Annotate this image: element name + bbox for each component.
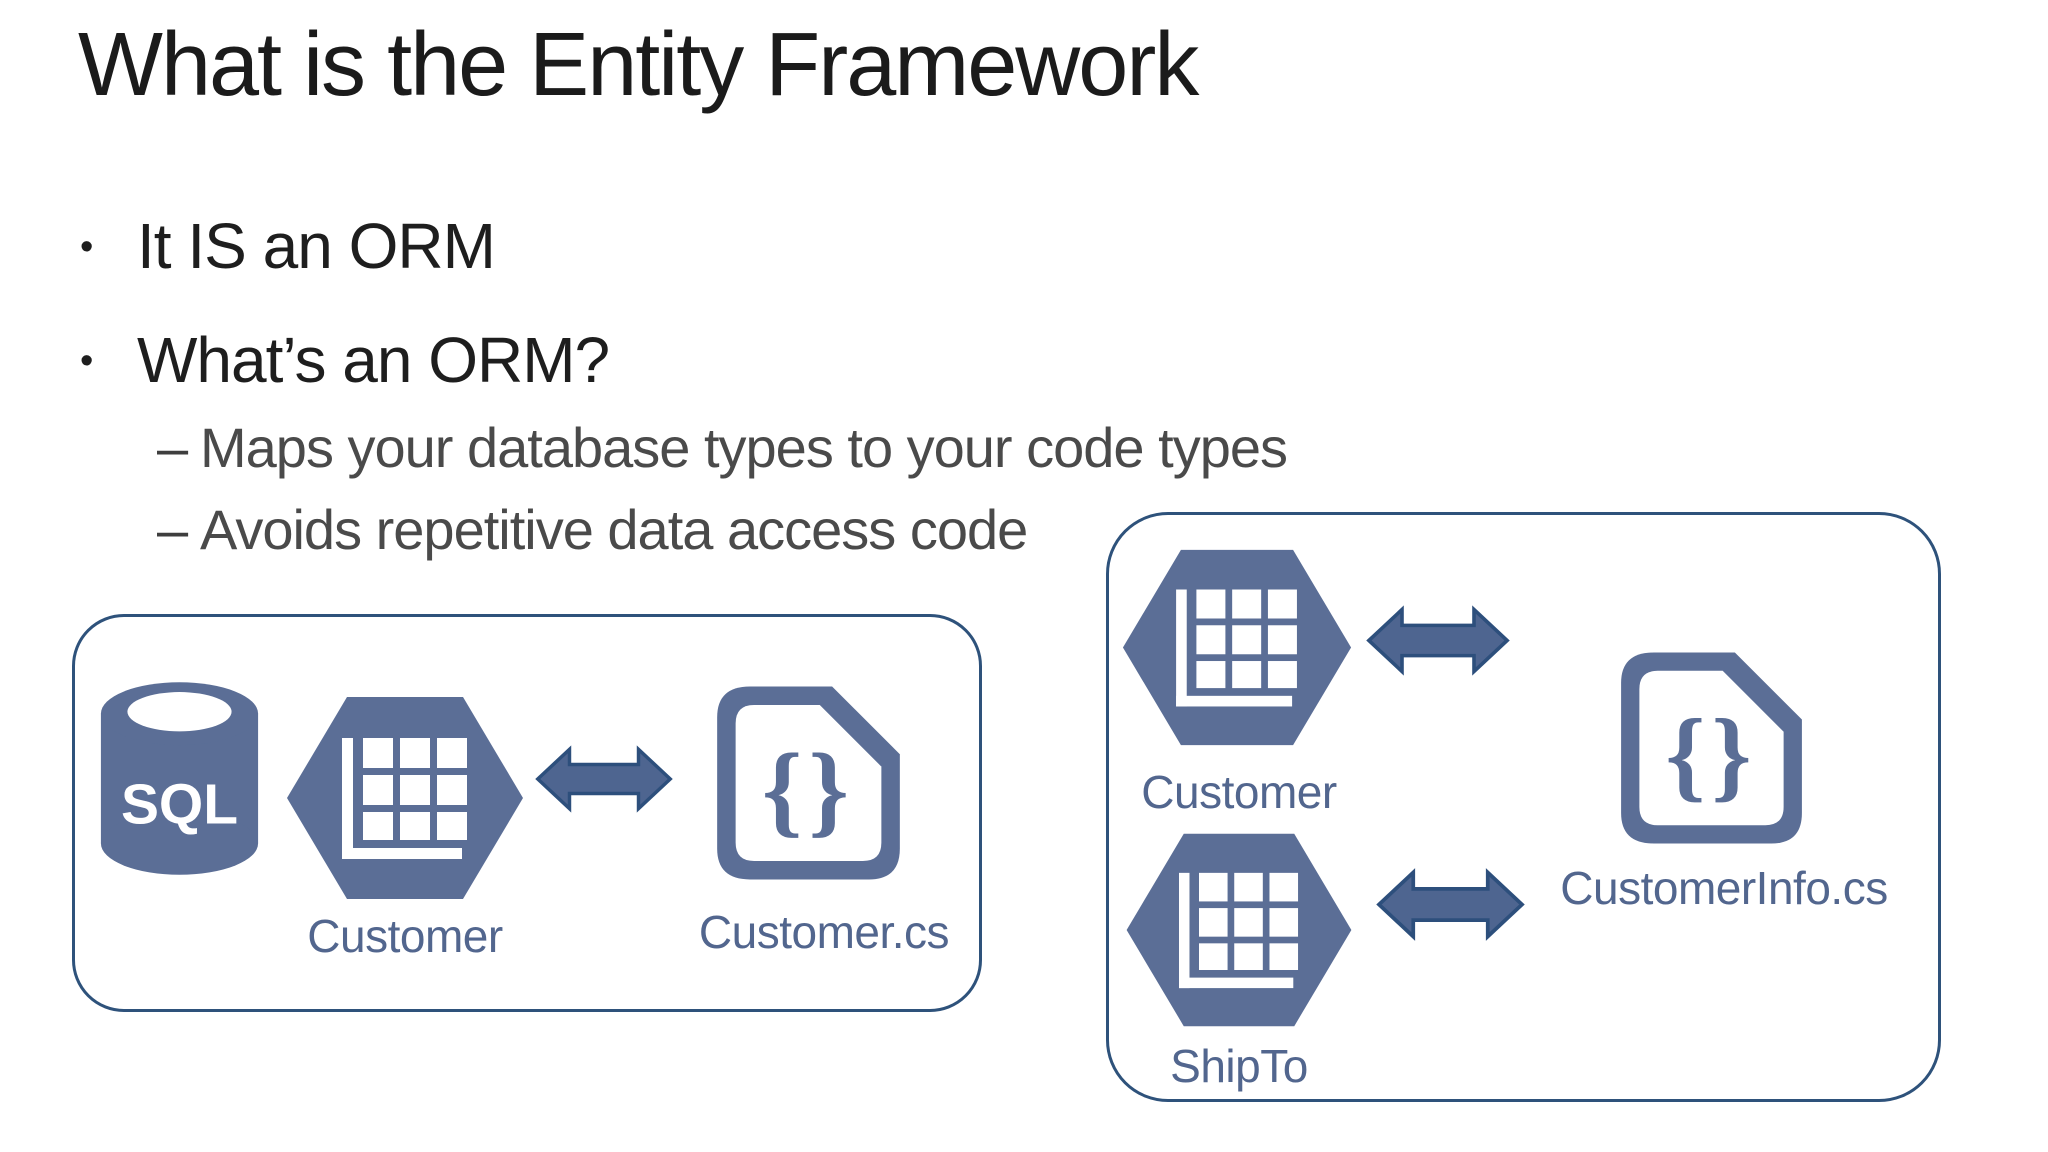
bullet-item-1: • It IS an ORM bbox=[80, 208, 496, 285]
sql-database-icon: SQL bbox=[100, 682, 259, 875]
bullet-text: It IS an ORM bbox=[137, 210, 496, 282]
table-label: Customer bbox=[1141, 766, 1337, 818]
sub-bullet-text: Avoids repetitive data access code bbox=[200, 498, 1028, 561]
table-hexagon-icon bbox=[1126, 833, 1352, 1027]
bidirectional-arrow-icon bbox=[1366, 605, 1510, 676]
table-label: Customer bbox=[307, 910, 503, 962]
table-hexagon-icon bbox=[1122, 549, 1352, 746]
sub-bullet-text: Maps your database types to your code ty… bbox=[200, 416, 1288, 479]
dash-bullet-icon: – bbox=[157, 416, 188, 479]
bullet-text: What’s an ORM? bbox=[137, 324, 610, 396]
page-title: What is the Entity Framework bbox=[78, 15, 1199, 115]
bidirectional-arrow-icon bbox=[1376, 868, 1525, 941]
bullet-dot-icon: • bbox=[80, 340, 93, 382]
bidirectional-arrow-icon bbox=[535, 745, 673, 813]
sub-bullet-item-1: –Maps your database types to your code t… bbox=[157, 414, 1288, 481]
table-label: ShipTo bbox=[1170, 1040, 1308, 1092]
bullet-item-2: • What’s an ORM? bbox=[80, 322, 610, 399]
diagram-box-database-mapping: SQL {} Customer Customer.cs bbox=[72, 614, 982, 1012]
code-file-label: CustomerInfo.cs bbox=[1560, 862, 1888, 914]
code-braces-glyph: {} bbox=[762, 734, 855, 847]
table-hexagon-icon bbox=[287, 697, 523, 899]
sql-label: SQL bbox=[121, 773, 238, 837]
code-file-label: Customer.cs bbox=[698, 906, 950, 958]
dash-bullet-icon: – bbox=[157, 498, 188, 561]
sub-bullet-item-2: –Avoids repetitive data access code bbox=[157, 496, 1028, 563]
diagram-box-entity-mapping: Customer ShipTo {} CustomerInfo.cs bbox=[1106, 512, 1941, 1102]
code-file-icon: {} bbox=[1621, 652, 1802, 844]
code-file-icon: {} bbox=[717, 686, 900, 880]
code-braces-glyph: {} bbox=[1665, 698, 1757, 811]
bullet-dot-icon: • bbox=[80, 226, 93, 268]
